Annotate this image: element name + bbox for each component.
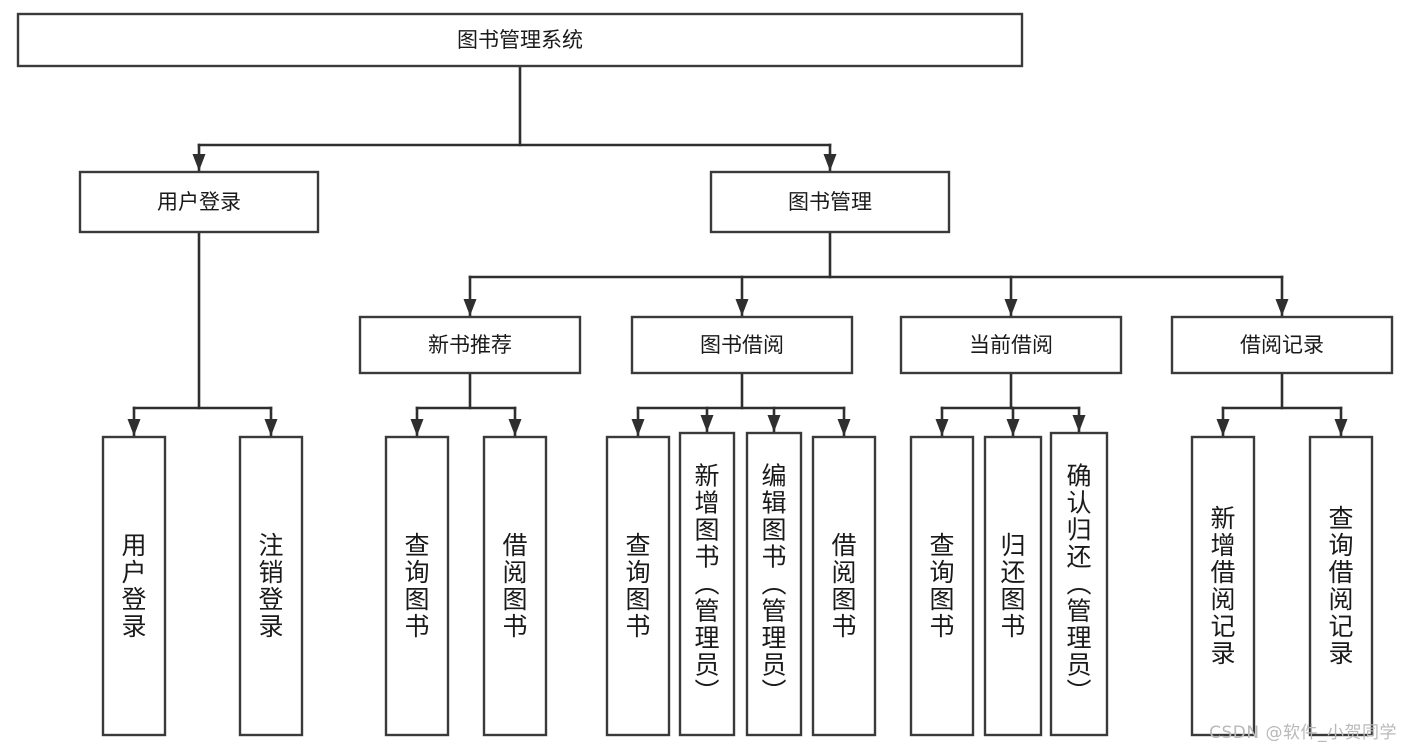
arrow-head-icon: [767, 415, 781, 432]
arrow-head-icon: [1275, 299, 1289, 316]
arrow-head-icon: [823, 154, 837, 171]
node-user-login[interactable]: 用户登录: [78, 170, 320, 234]
arrow-head-icon: [935, 419, 949, 436]
node-box[interactable]: [78, 170, 320, 234]
connectors-layer: [127, 64, 1348, 438]
nodes-layer: 图书管理系统用户登录图书管理新书推荐图书借阅当前借阅借阅记录用户登录注销登录查询…: [16, 12, 1394, 737]
node-label: 注销登录: [258, 531, 283, 641]
node-leaf-query-record[interactable]: 查询借阅记录: [1308, 435, 1374, 737]
node-leaf-borrow-book-1[interactable]: 借阅图书: [482, 435, 548, 737]
arrow-head-icon: [463, 299, 477, 316]
node-box[interactable]: [678, 431, 736, 737]
node-leaf-user-login[interactable]: 用户登录: [101, 435, 167, 737]
arrow-head-icon: [1334, 419, 1348, 436]
arrow-head-icon: [410, 419, 424, 436]
node-label: 用户登录: [157, 190, 241, 214]
arrow-head-icon: [700, 415, 714, 432]
node-label: 借阅图书: [502, 531, 527, 641]
node-label: 查询借阅记录: [1328, 504, 1353, 668]
node-label: 查询图书: [404, 531, 429, 641]
node-box[interactable]: [745, 431, 803, 737]
node-borrow-record[interactable]: 借阅记录: [1170, 315, 1394, 375]
node-leaf-add-book[interactable]: 新增图书︵管理员︶: [678, 431, 736, 737]
arrow-head-icon: [1006, 419, 1020, 436]
node-label: 图书借阅: [700, 333, 784, 357]
node-box[interactable]: [1170, 315, 1394, 375]
node-box[interactable]: [358, 315, 582, 375]
node-new-book-recommend[interactable]: 新书推荐: [358, 315, 582, 375]
node-leaf-query-book-3[interactable]: 查询图书: [909, 435, 975, 737]
node-leaf-confirm-return[interactable]: 确认归还︵管理员︶: [1049, 431, 1109, 737]
node-label: 新增图书︵管理员︶: [694, 462, 719, 707]
node-label: 确认归还︵管理员︶: [1066, 462, 1091, 707]
node-leaf-return-book[interactable]: 归还图书: [983, 435, 1043, 737]
watermark-text: CSDN @软件_小贺同学: [1209, 723, 1397, 743]
node-label: 借阅图书: [831, 531, 856, 641]
node-leaf-query-book-1[interactable]: 查询图书: [384, 435, 450, 737]
node-box[interactable]: [983, 435, 1043, 737]
node-box[interactable]: [899, 315, 1123, 375]
node-label: 图书管理: [788, 190, 872, 214]
node-box[interactable]: [630, 315, 854, 375]
arrow-head-icon: [631, 419, 645, 436]
node-leaf-borrow-book-2[interactable]: 借阅图书: [811, 435, 877, 737]
arrow-head-icon: [508, 419, 522, 436]
arrow-head-icon: [264, 419, 278, 436]
node-box[interactable]: [101, 435, 167, 737]
node-book-management[interactable]: 图书管理: [709, 170, 951, 234]
node-box[interactable]: [16, 12, 1024, 68]
node-leaf-query-book-2[interactable]: 查询图书: [605, 435, 671, 737]
node-box[interactable]: [482, 435, 548, 737]
arrow-head-icon: [1004, 299, 1018, 316]
node-book-borrow[interactable]: 图书借阅: [630, 315, 854, 375]
node-leaf-edit-book[interactable]: 编辑图书︵管理员︶: [745, 431, 803, 737]
node-box[interactable]: [709, 170, 951, 234]
node-root[interactable]: 图书管理系统: [16, 12, 1024, 68]
node-label: 查询图书: [929, 531, 954, 641]
node-label: 借阅记录: [1240, 333, 1324, 357]
arrow-head-icon: [1216, 419, 1230, 436]
node-box[interactable]: [909, 435, 975, 737]
arrow-head-icon: [192, 154, 206, 171]
arrow-head-icon: [735, 299, 749, 316]
node-label: 归还图书: [1000, 531, 1025, 641]
node-leaf-add-record[interactable]: 新增借阅记录: [1190, 435, 1256, 737]
node-label: 查询图书: [625, 531, 650, 641]
node-label: 当前借阅: [969, 333, 1053, 357]
node-label: 新增借阅记录: [1210, 504, 1235, 668]
node-label: 编辑图书︵管理员︶: [761, 462, 786, 707]
node-box[interactable]: [384, 435, 450, 737]
node-label: 新书推荐: [428, 333, 512, 357]
node-label: 图书管理系统: [457, 28, 583, 52]
node-box[interactable]: [605, 435, 671, 737]
node-current-borrow[interactable]: 当前借阅: [899, 315, 1123, 375]
arrow-head-icon: [1072, 415, 1086, 432]
node-label: 用户登录: [121, 531, 146, 641]
node-box[interactable]: [1049, 431, 1109, 737]
node-box[interactable]: [811, 435, 877, 737]
node-box[interactable]: [238, 435, 304, 737]
arrow-head-icon: [127, 419, 141, 436]
node-leaf-logout[interactable]: 注销登录: [238, 435, 304, 737]
arrow-head-icon: [837, 419, 851, 436]
node-box[interactable]: [1190, 435, 1256, 737]
node-box[interactable]: [1308, 435, 1374, 737]
